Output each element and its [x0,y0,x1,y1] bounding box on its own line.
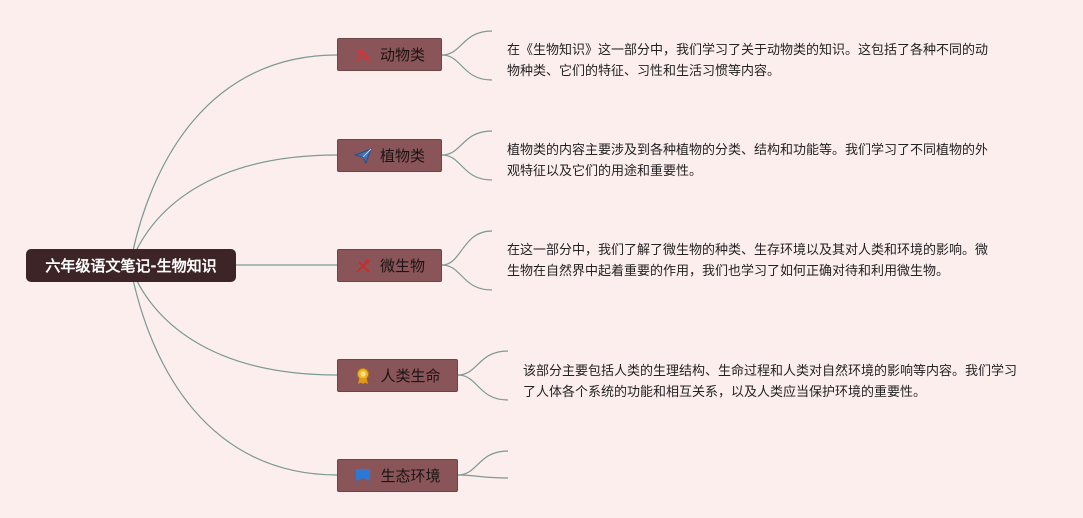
note-connector [457,350,509,376]
branch-topic-ecology[interactable]: 生态环境 [337,459,458,492]
branch-topic-label: 植物类 [379,147,425,165]
root-connector [129,264,338,376]
branch-topic-label: 动物类 [379,46,425,64]
branch-topic-label: 微生物 [379,257,425,275]
note-connector [441,154,493,181]
paw-pick-icon [354,46,372,64]
branch-topic-human-life[interactable]: 人类生命 [337,359,458,392]
branch-note-microbes: 在这一部分中，我们了解了微生物的种类、生存环境以及其对人类和环境的影响。微生物在… [507,243,989,279]
root-topic[interactable]: 六年级语文笔记-生物知识 [26,249,236,282]
note-connector [441,130,493,156]
root-connector [129,264,338,476]
root-connector [129,154,338,266]
note-connector [457,374,509,401]
note-connector [441,230,493,266]
branch-topic-label: 人类生命 [380,367,441,385]
note-connector [441,264,493,291]
root-connector [129,54,338,266]
note-connector [441,30,493,56]
tools-icon [354,257,372,275]
branch-topic-animals[interactable]: 动物类 [337,38,442,71]
award-ribbon-icon [354,367,372,385]
paper-plane-icon [353,147,372,165]
root-topic-label: 六年级语文笔记-生物知识 [45,257,217,275]
branch-topic-plants[interactable]: 植物类 [337,139,442,172]
note-connector [457,450,509,476]
branch-note-animals: 在《生物知识》这一部分中，我们学习了关于动物类的知识。这包括了各种不同的动物种类… [507,43,989,79]
note-connector [441,54,493,81]
flag-icon [354,467,372,485]
branch-topic-microbes[interactable]: 微生物 [337,249,442,282]
branch-note-human-life: 该部分主要包括人类的生理结构、生命过程和人类对自然环境的影响等内容。我们学习了人… [523,364,1018,400]
branch-note-plants: 植物类的内容主要涉及到各种植物的分类、结构和功能等。我们学习了不同植物的外观特征… [507,143,989,179]
branch-topic-label: 生态环境 [380,467,441,485]
note-connector [457,474,509,479]
